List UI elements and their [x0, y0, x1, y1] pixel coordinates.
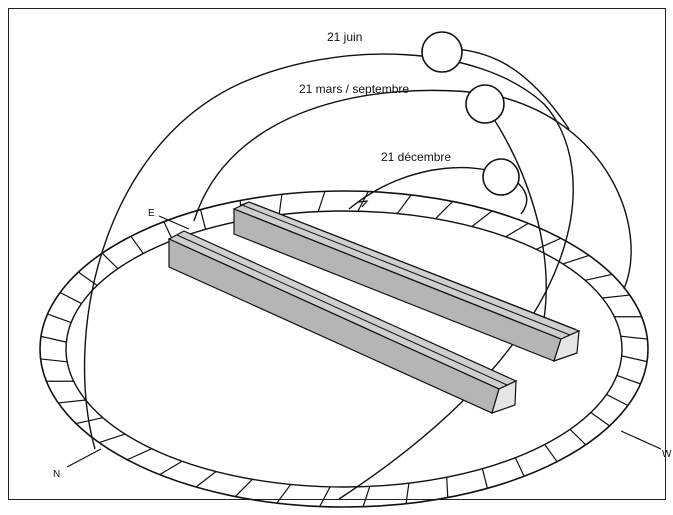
ring-segment-divider [591, 413, 610, 426]
direction-north: N [53, 469, 60, 480]
arc-june [85, 54, 574, 499]
ring-segment-divider [320, 487, 330, 507]
ring-segment-divider [617, 375, 641, 383]
ring-segment-divider [277, 484, 291, 503]
ring-segment-divider [602, 295, 629, 298]
ring-segment-divider [472, 211, 492, 227]
ring-segment-divider [606, 394, 627, 405]
ring-segment-divider [447, 477, 448, 497]
sun-path-diagram: 21 juin 21 mars / septembre 21 décembre … [9, 9, 673, 515]
ring-segment-divider [102, 253, 118, 268]
ring-segment-divider [570, 429, 586, 444]
ring-segment-divider [41, 359, 68, 362]
sun-december-icon [483, 159, 519, 195]
ring-segment-divider [127, 449, 151, 460]
direction-west: W [662, 449, 672, 460]
ring-segment-divider [536, 238, 560, 249]
ring-segment-divider [545, 444, 557, 461]
ring-segment-divider [406, 483, 409, 503]
label-june: 21 juin [327, 30, 362, 44]
ring-segment-divider [60, 293, 81, 304]
ring-segment-divider [131, 236, 143, 253]
ring-segment-divider [201, 210, 206, 230]
diagram-frame: 21 juin 21 mars / septembre 21 décembre … [8, 8, 666, 500]
sun-equinox-icon [466, 85, 504, 123]
ring-segment-divider [58, 400, 85, 403]
ring-segment-divider [397, 195, 411, 214]
ring-segment-divider [99, 434, 125, 443]
label-equinox: 21 mars / septembre [299, 82, 409, 96]
ring-segment-divider [160, 461, 182, 474]
arc-equinox [194, 90, 631, 289]
ring-segment-divider [482, 469, 487, 489]
ring-segment-divider [585, 274, 612, 280]
ring-segment-divider [279, 194, 282, 214]
ring-segment-divider [363, 486, 370, 506]
ring-segment-divider [621, 336, 648, 339]
sun-june-icon [422, 32, 462, 72]
ring-segment-divider [506, 223, 528, 236]
ring-segment-divider [563, 255, 589, 264]
ring-segment-divider [436, 201, 453, 218]
north-leader [67, 449, 101, 467]
ring-segment-divider [196, 472, 216, 488]
label-december: 21 décembre [381, 150, 451, 164]
west-leader [621, 431, 661, 449]
ring-segment-divider [318, 191, 325, 211]
direction-east: E [148, 208, 155, 219]
ring-segment-divider [515, 458, 524, 477]
ring-segment-divider [622, 356, 647, 362]
ring-segment-divider [48, 314, 72, 322]
ring-segment-divider [41, 336, 66, 342]
ring-segment-divider [235, 479, 252, 496]
